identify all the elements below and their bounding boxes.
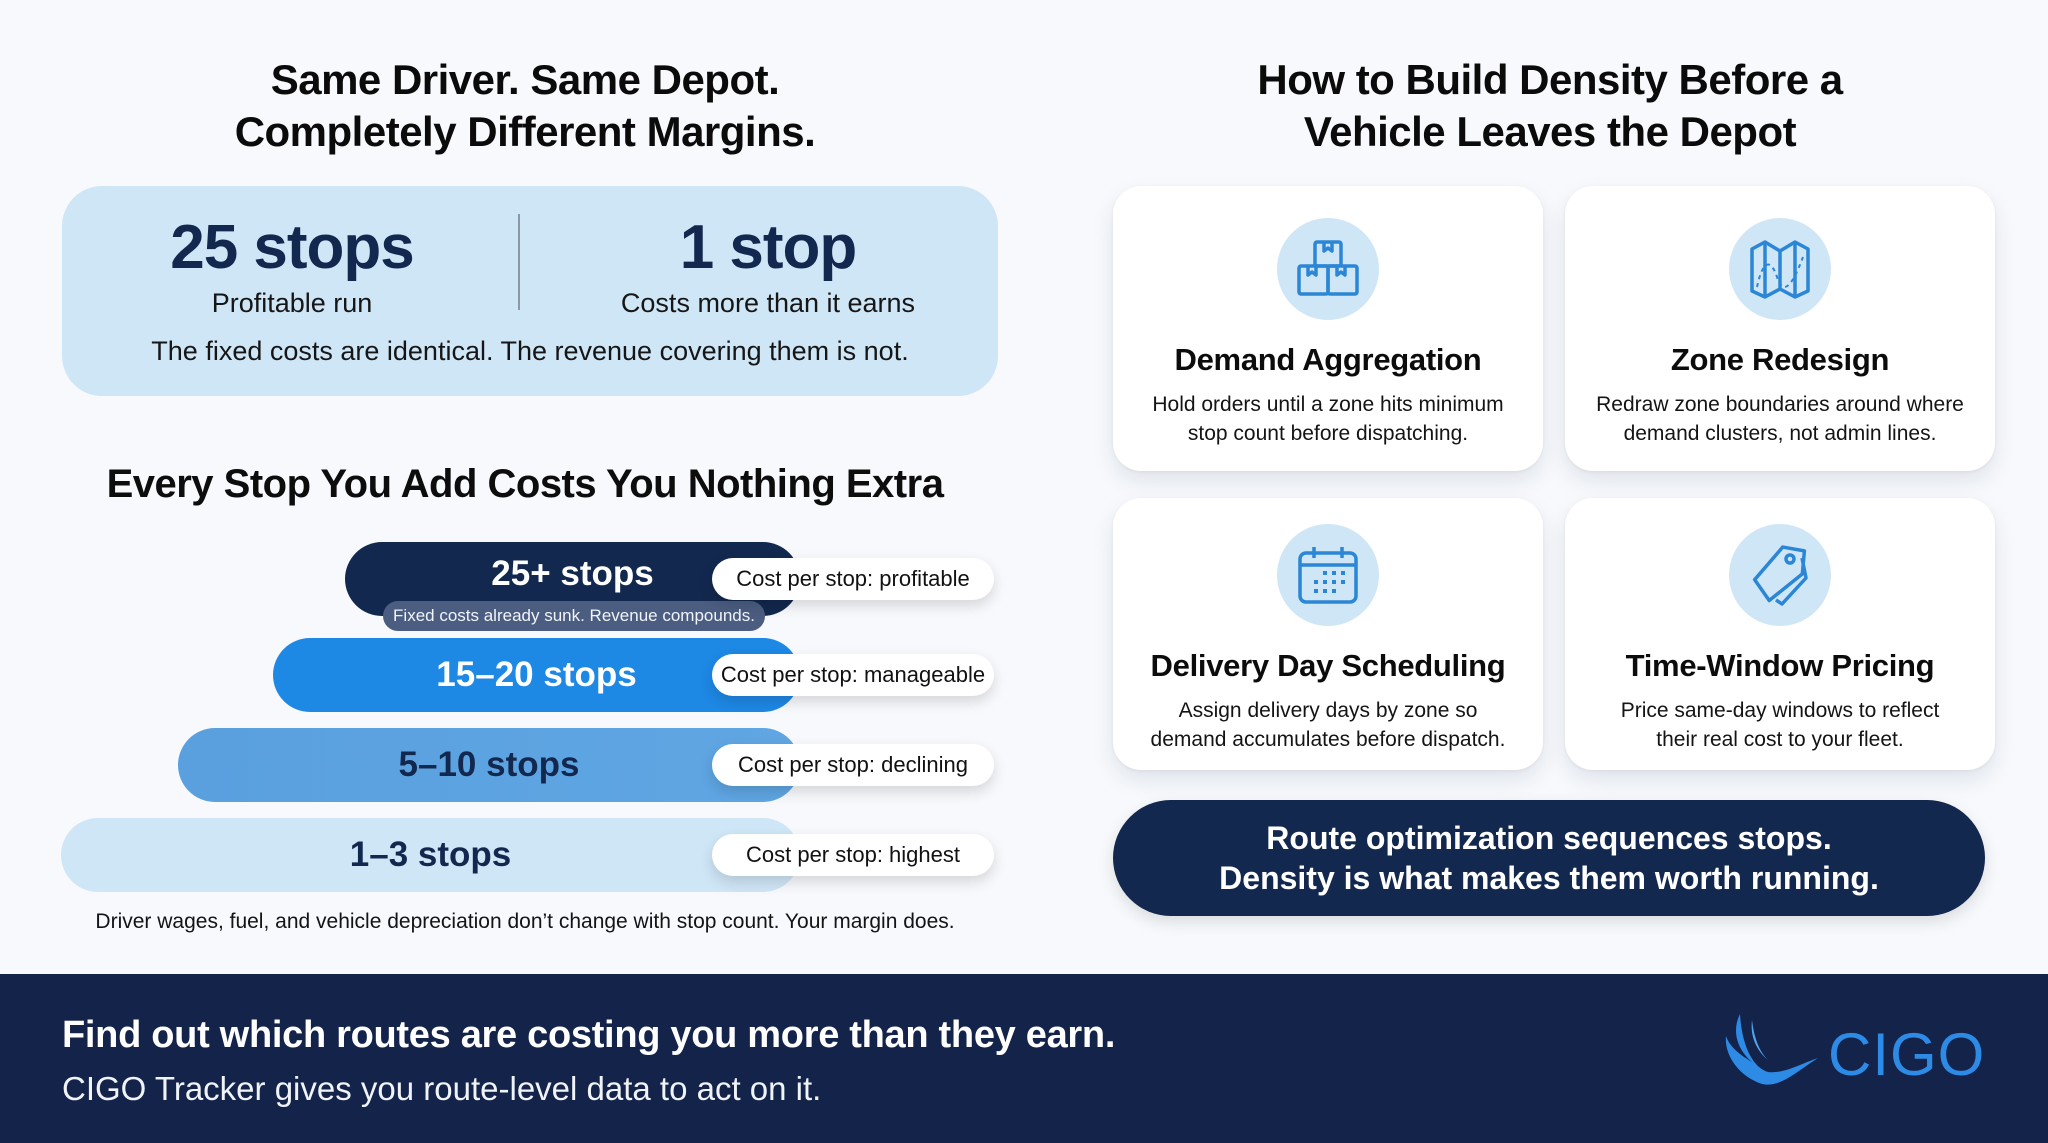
- left-section-title: Same Driver. Same Depot. Completely Diff…: [60, 54, 990, 158]
- compare-right-label: Costs more than it earns: [620, 288, 916, 318]
- stairs-footnote: Driver wages, fuel, and vehicle deprecia…: [95, 910, 955, 933]
- right-title-line2: Vehicle Leaves the Depot: [1303, 108, 1797, 155]
- footer-headline: Find out which routes are costing you mo…: [62, 1014, 1116, 1056]
- card-demand-aggregation: Demand Aggregation Hold orders until a z…: [1113, 186, 1543, 471]
- tier-bar-1-3: 1–3 stops: [61, 818, 800, 892]
- tier-cost-pill: Cost per stop: profitable: [712, 558, 994, 600]
- compare-right: 1 stop Costs more than it earns: [538, 212, 998, 319]
- compare-divider: [518, 214, 520, 310]
- left-title-line1: Same Driver. Same Depot.: [270, 56, 780, 103]
- left-title-line2: Completely Different Margins.: [234, 108, 816, 155]
- tier-label: 1–3 stops: [349, 835, 512, 874]
- tier-note-sunk: Fixed costs already sunk. Revenue compou…: [383, 601, 765, 631]
- callout-line1: Route optimization sequences stops.: [1266, 820, 1832, 856]
- compare-right-value: 1 stop: [679, 213, 858, 282]
- tier-label: 15–20 stops: [436, 655, 637, 694]
- card-title: Delivery Day Scheduling: [1150, 648, 1506, 683]
- logo-text: CIGO: [1828, 1020, 1986, 1088]
- card-title: Demand Aggregation: [1174, 342, 1482, 377]
- card-delivery-day-scheduling: Delivery Day Scheduling Assign delivery …: [1113, 498, 1543, 770]
- card-title: Zone Redesign: [1670, 342, 1890, 377]
- card-time-window-pricing: Time-Window Pricing Price same-day windo…: [1565, 498, 1995, 770]
- right-title-line1: How to Build Density Before a: [1257, 56, 1843, 103]
- tier-cost-pill: Cost per stop: manageable: [712, 654, 994, 696]
- right-section-title: How to Build Density Before a Vehicle Le…: [1110, 54, 1990, 158]
- price-tag-icon: [1729, 524, 1831, 626]
- calendar-icon: [1277, 524, 1379, 626]
- density-callout: Route optimization sequences stops. Dens…: [1113, 800, 1985, 916]
- tier-cost-pill: Cost per stop: declining: [712, 744, 994, 786]
- tier-label: 5–10 stops: [398, 745, 580, 784]
- tier-label: 25+ stops: [491, 554, 654, 593]
- stairs-title: Every Stop You Add Costs You Nothing Ext…: [106, 462, 944, 506]
- compare-left: 25 stops Profitable run: [62, 212, 522, 319]
- cigo-logo: CIGO: [1722, 1010, 1985, 1098]
- tier-bar-5-10: 5–10 stops: [178, 728, 800, 802]
- boxes-icon: [1277, 218, 1379, 320]
- footer-subline: CIGO Tracker gives you route-level data …: [62, 1070, 822, 1107]
- compare-left-value: 25 stops: [170, 213, 415, 282]
- bird-icon: [1725, 1014, 1818, 1085]
- map-icon: [1729, 218, 1831, 320]
- card-title: Time-Window Pricing: [1625, 648, 1935, 683]
- tier-cost-pill: Cost per stop: highest: [712, 834, 994, 876]
- comparison-box: 25 stops Profitable run 1 stop Costs mor…: [62, 186, 998, 396]
- card-zone-redesign: Zone Redesign Redraw zone boundaries aro…: [1565, 186, 1995, 471]
- compare-footer: The fixed costs are identical. The reven…: [151, 336, 909, 366]
- callout-line2: Density is what makes them worth running…: [1219, 860, 1879, 896]
- compare-left-label: Profitable run: [211, 288, 373, 318]
- footer-banner: Find out which routes are costing you mo…: [0, 974, 2048, 1143]
